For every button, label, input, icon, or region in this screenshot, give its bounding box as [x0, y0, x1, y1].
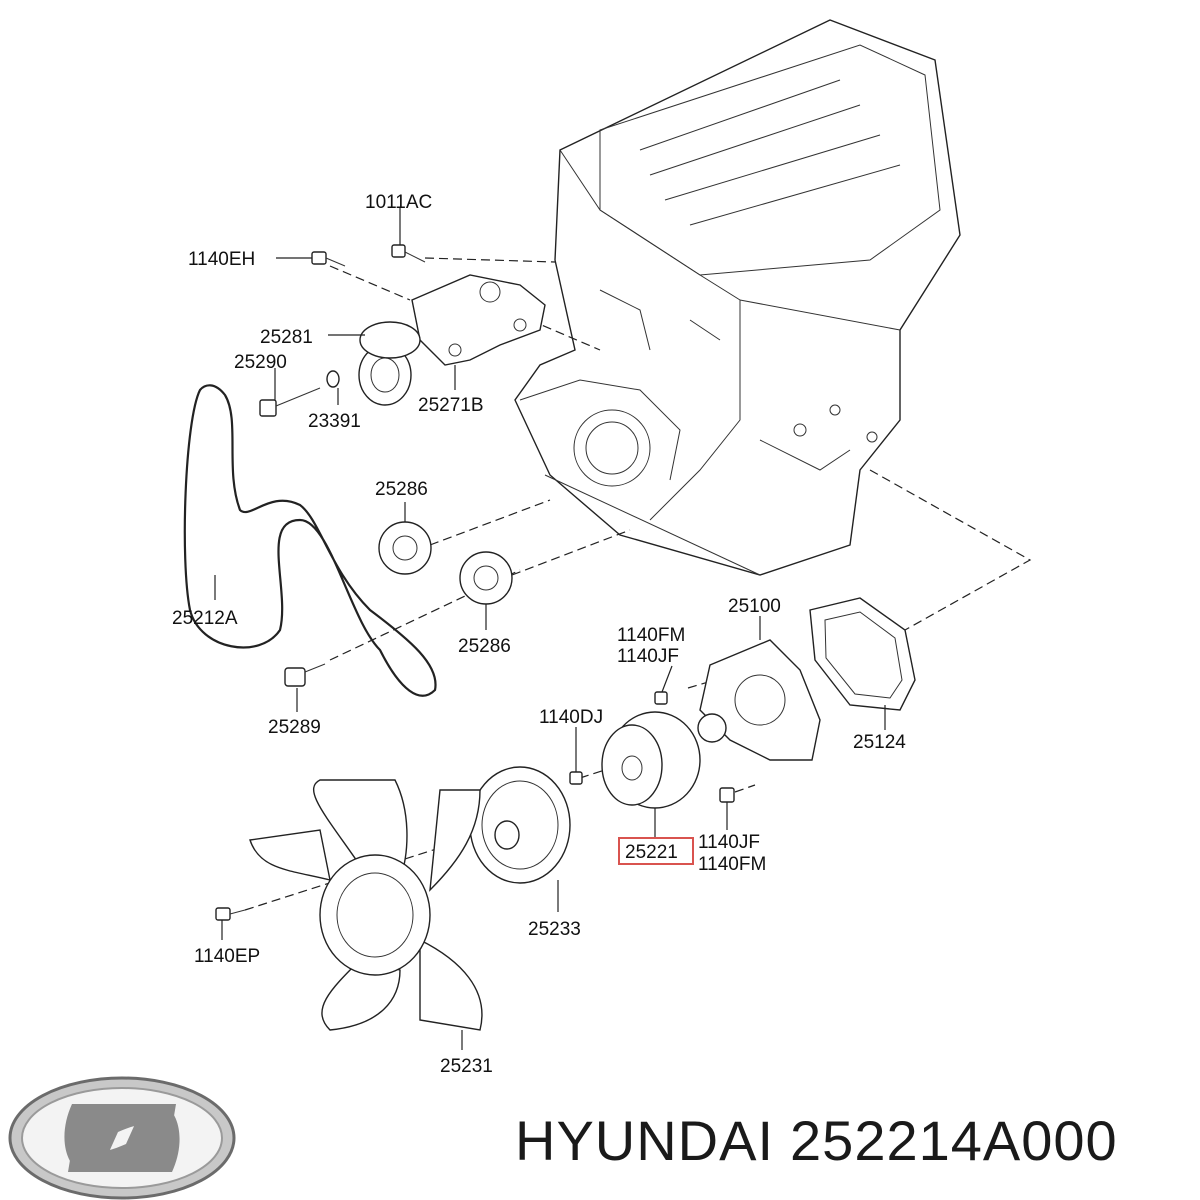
engine-block-illustration — [514, 19, 961, 576]
label-23391: 23391 — [308, 411, 361, 432]
label-1140FM-lower: 1140FM — [698, 854, 766, 875]
water-pump-pulley-25221 — [601, 711, 701, 809]
label-25290: 25290 — [234, 352, 287, 373]
bolt-1140EP — [215, 907, 246, 921]
label-25286-lower: 25286 — [458, 636, 511, 657]
label-1140EH: 1140EH — [188, 249, 255, 270]
label-25289: 25289 — [268, 717, 321, 738]
bolt-1011AC — [391, 244, 426, 263]
label-1011AC: 1011AC — [365, 192, 432, 213]
label-25271B: 25271B — [418, 395, 484, 416]
bolt-25289 — [284, 663, 326, 687]
leader-lines — [214, 208, 886, 1050]
tensioner-pulley-25281 — [358, 321, 421, 406]
cooling-fan-25231 — [249, 779, 483, 1031]
label-25221: 25221 — [625, 842, 678, 863]
tensioner-bracket-25271B — [411, 274, 546, 366]
idler-pulley-25286-b — [459, 551, 513, 605]
label-25233: 25233 — [528, 919, 581, 940]
hyundai-logo-icon — [8, 1076, 236, 1200]
label-25286-upper: 25286 — [375, 479, 428, 500]
bolt-1140FM-upper — [654, 691, 668, 705]
brand-name: HYUNDAI — [515, 1109, 775, 1172]
part-labels: 1011AC 1140EH 25281 25290 23391 25271B 2… — [172, 192, 906, 1077]
washer-23391 — [326, 370, 340, 388]
label-25281: 25281 — [260, 327, 313, 348]
bolt-1140DJ — [569, 771, 583, 785]
part-number: 252214A000 — [790, 1109, 1118, 1172]
bolt-1140JF-lower — [719, 787, 735, 803]
gasket-25124 — [809, 597, 916, 711]
idler-pulley-25286-a — [378, 521, 432, 575]
bolt-25290 — [259, 387, 321, 417]
drive-belt-25212A — [183, 384, 437, 697]
label-1140FM-upper: 1140FM — [617, 625, 685, 646]
label-1140EP: 1140EP — [194, 946, 260, 967]
bolt-1140EH — [311, 251, 346, 267]
fan-clutch-25233 — [469, 766, 571, 884]
highlight-box-25221 — [618, 837, 694, 865]
water-pump-25100 — [697, 639, 821, 761]
label-1140JF-lower: 1140JF — [698, 832, 760, 853]
label-1140JF-upper: 1140JF — [617, 646, 679, 667]
label-25212A: 25212A — [172, 608, 238, 629]
label-25231: 25231 — [440, 1056, 493, 1077]
label-1140DJ: 1140DJ — [539, 707, 603, 728]
label-25124: 25124 — [853, 732, 906, 753]
label-25100: 25100 — [728, 596, 781, 617]
